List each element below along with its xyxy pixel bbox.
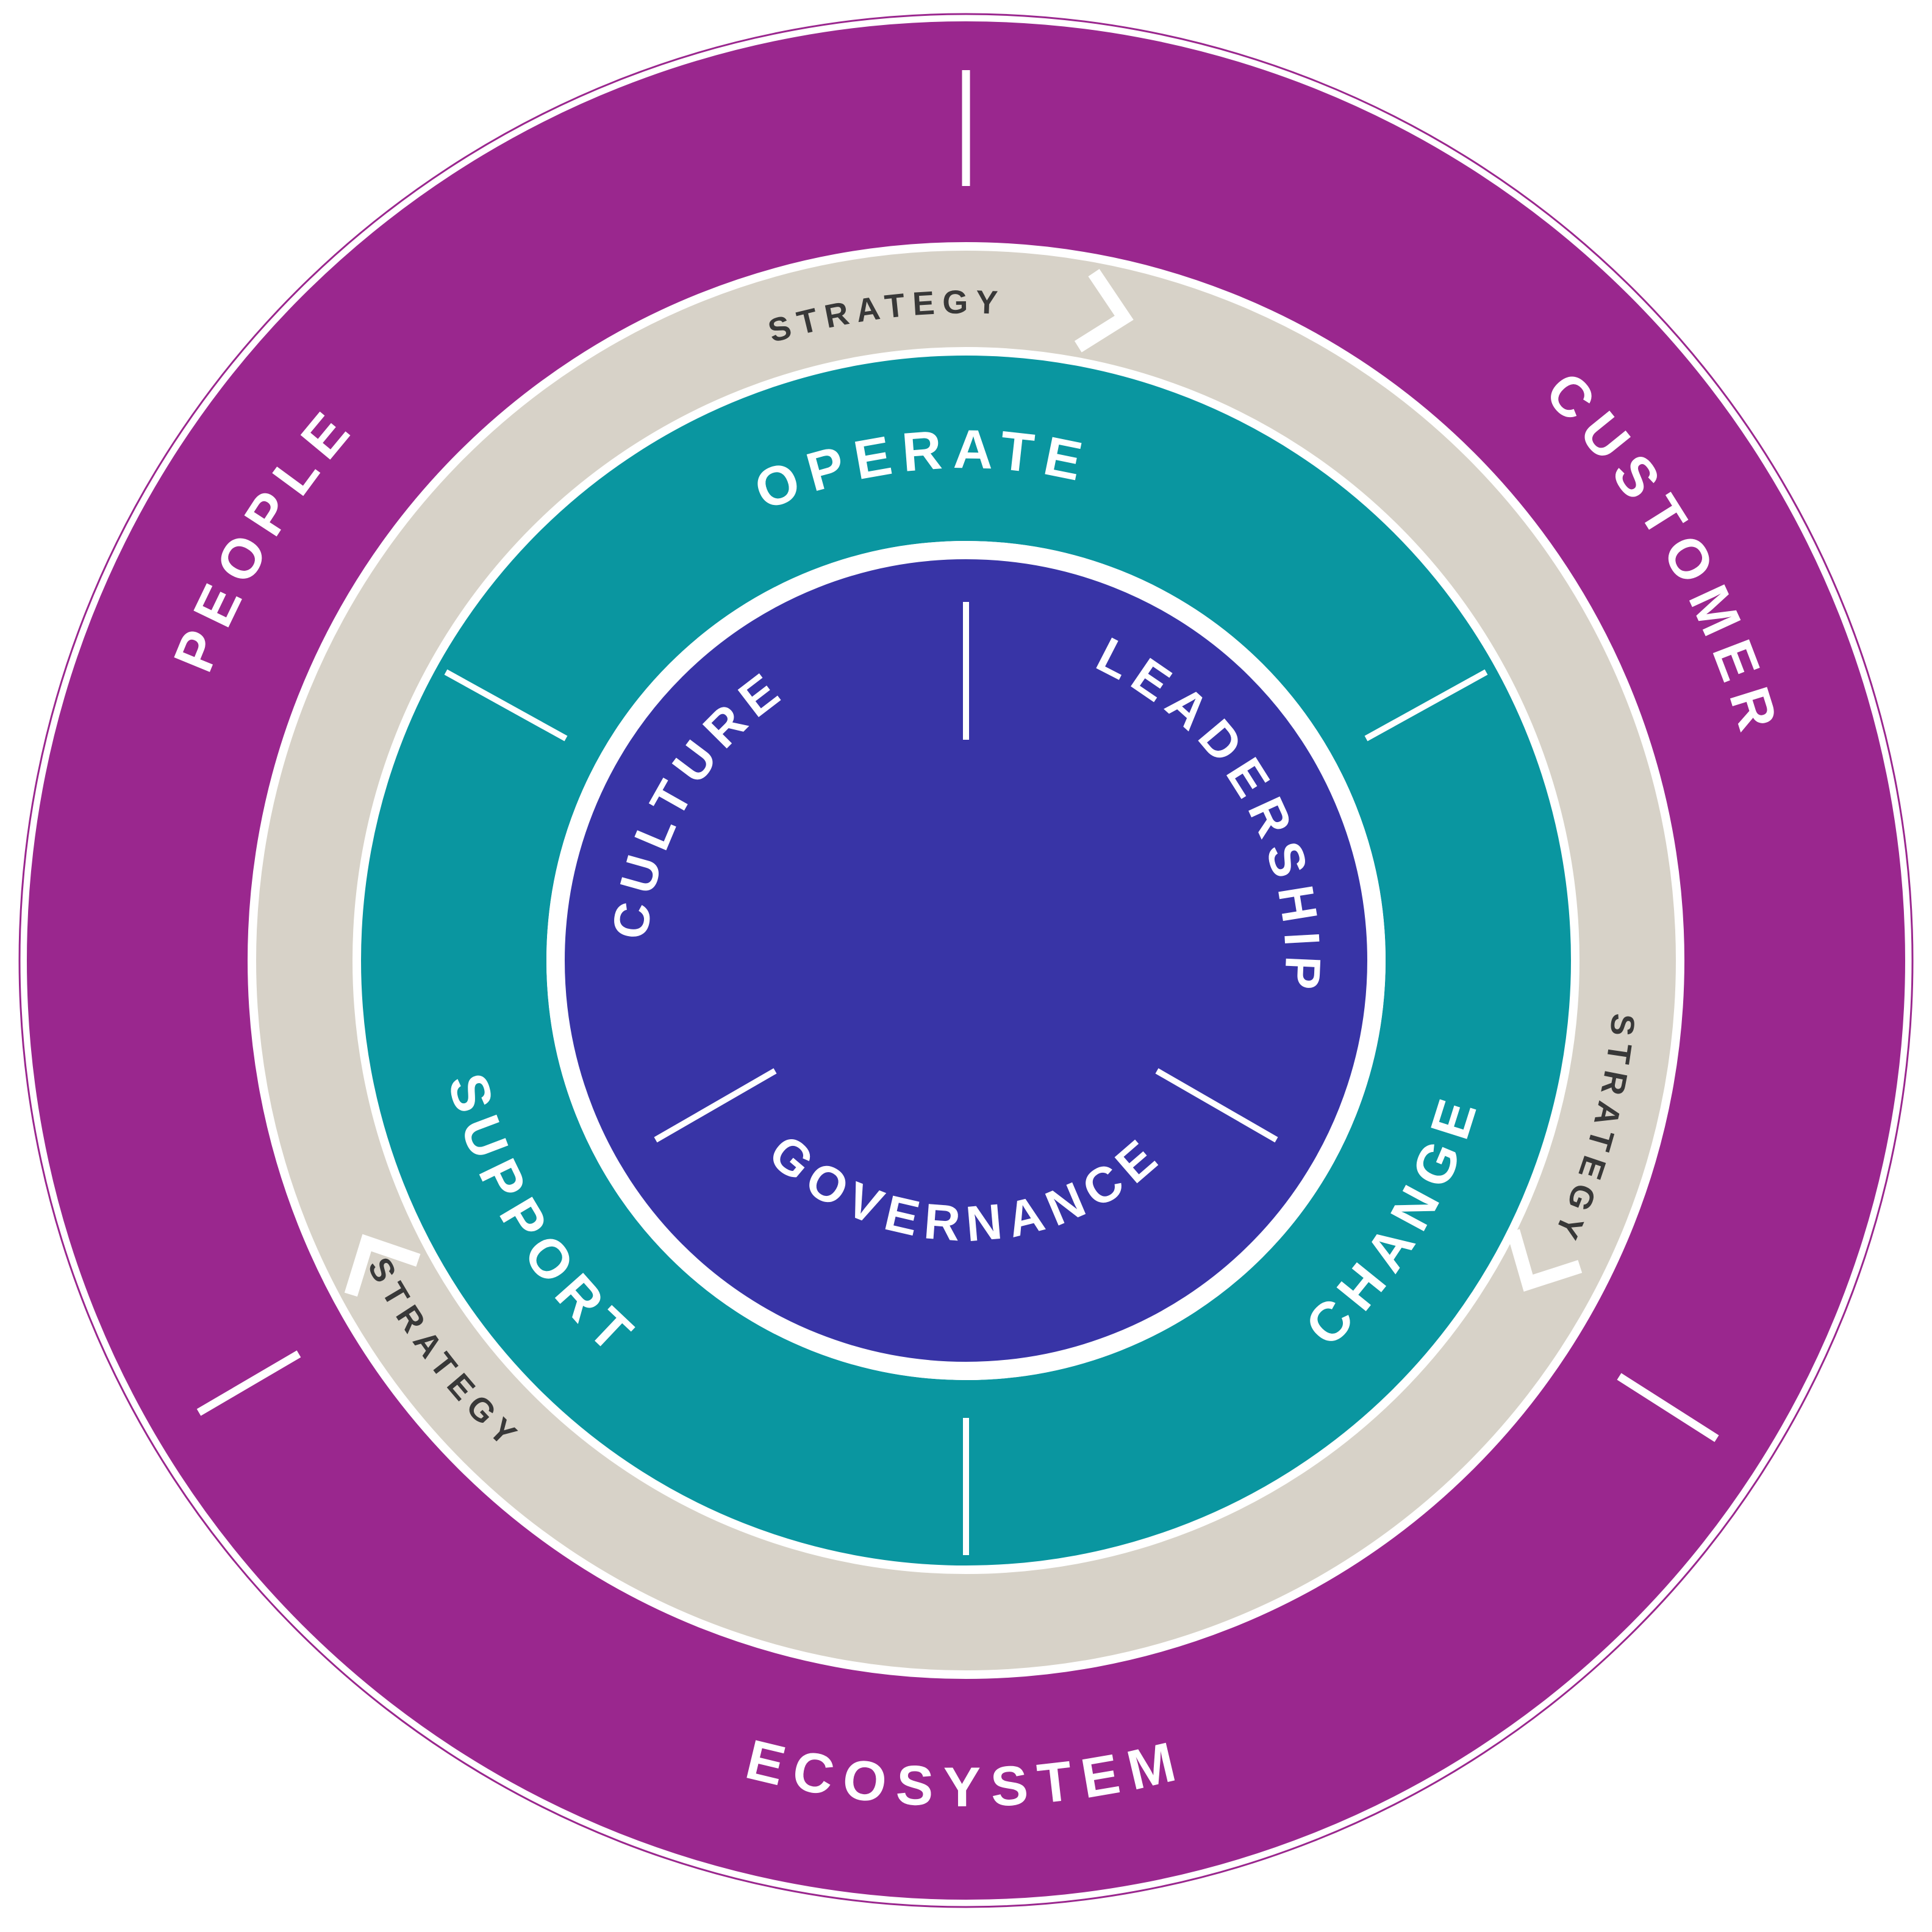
strategy-ring xyxy=(256,251,1676,1670)
process-ring-dividers xyxy=(444,669,1488,1555)
segment-divider-tick xyxy=(654,1068,777,1143)
strategy-chevron-icon xyxy=(1074,268,1134,352)
strategy-chevron-icon xyxy=(1506,1229,1583,1292)
outer-hairline-ring xyxy=(18,13,1914,1908)
core-circle xyxy=(546,541,1386,1380)
segment-divider-tick xyxy=(196,1350,301,1416)
core-circle-dividers xyxy=(654,602,1278,1143)
segment-divider-tick xyxy=(1364,669,1488,742)
outer-ring-dividers xyxy=(196,70,1719,1442)
segment-divider-tick xyxy=(1155,1068,1278,1143)
strategy-chevron-icon xyxy=(344,1234,421,1297)
segment-divider-tick xyxy=(1617,1373,1719,1442)
segment-divider-tick xyxy=(444,669,568,742)
strategy-chevrons xyxy=(344,268,1583,1297)
